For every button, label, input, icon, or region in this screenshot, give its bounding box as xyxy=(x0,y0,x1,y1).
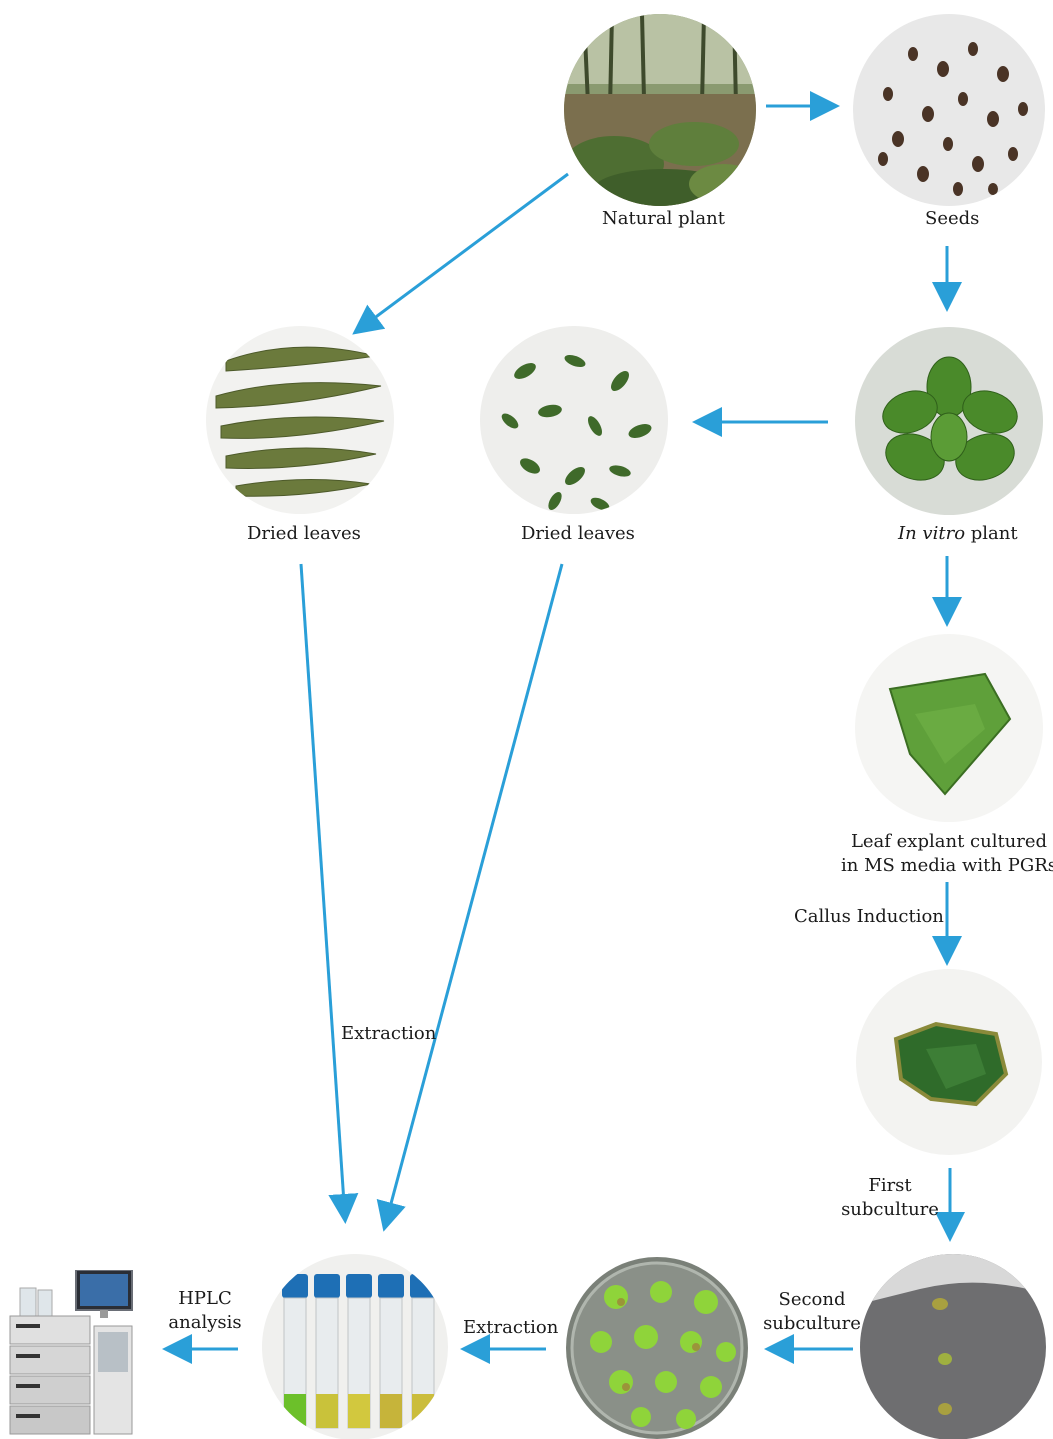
second-subculture-photo xyxy=(566,1257,748,1439)
first-subculture-line-2: subculture xyxy=(840,1198,940,1222)
dried-leaves-1-photo xyxy=(206,326,394,514)
second-subculture-line-1: Second xyxy=(762,1288,862,1312)
extract-tubes-photo xyxy=(262,1254,448,1439)
second-subculture-label: Second subculture xyxy=(762,1288,862,1336)
leaf-explant-line-1: Leaf explant cultured xyxy=(838,830,1053,854)
seeds-photo xyxy=(853,14,1045,206)
hplc-line-2: analysis xyxy=(160,1311,250,1335)
callus-photo xyxy=(856,969,1042,1155)
dried-leaves-1-label: Dried leaves xyxy=(247,522,361,546)
seeds-label: Seeds xyxy=(925,207,979,231)
hplc-instrument-image xyxy=(6,1270,136,1436)
first-subculture-photo xyxy=(860,1254,1046,1439)
in-vitro-plant-photo xyxy=(855,327,1043,515)
extraction-bottom-label: Extraction xyxy=(463,1316,558,1340)
first-subculture-label: First subculture xyxy=(840,1174,940,1222)
dried-leaves-2-photo xyxy=(480,326,668,514)
in-vitro-plant-label: In vitro plant xyxy=(898,522,1018,546)
in-vitro-italic-text: In vitro xyxy=(898,523,965,544)
leaf-explant-label: Leaf explant cultured in MS media with P… xyxy=(838,830,1053,878)
leaf-explant-photo xyxy=(855,634,1043,822)
natural-plant-photo xyxy=(564,14,756,206)
arrow-dried-leaves-2-to-extract xyxy=(385,564,562,1226)
first-subculture-line-1: First xyxy=(840,1174,940,1198)
callus-induction-label: Callus Induction xyxy=(794,905,944,929)
in-vitro-plain-text: plant xyxy=(965,523,1018,544)
extraction-left-label: Extraction xyxy=(341,1022,436,1046)
leaf-explant-line-2: in MS media with PGRs xyxy=(838,854,1053,878)
hplc-line-1: HPLC xyxy=(160,1287,250,1311)
hplc-label: HPLC analysis xyxy=(160,1287,250,1335)
natural-plant-label: Natural plant xyxy=(602,207,725,231)
arrow-natural-to-dried-leaves-1 xyxy=(357,174,568,331)
arrow-dried-leaves-1-to-extract xyxy=(301,564,345,1218)
second-subculture-line-2: subculture xyxy=(762,1312,862,1336)
dried-leaves-2-label: Dried leaves xyxy=(521,522,635,546)
